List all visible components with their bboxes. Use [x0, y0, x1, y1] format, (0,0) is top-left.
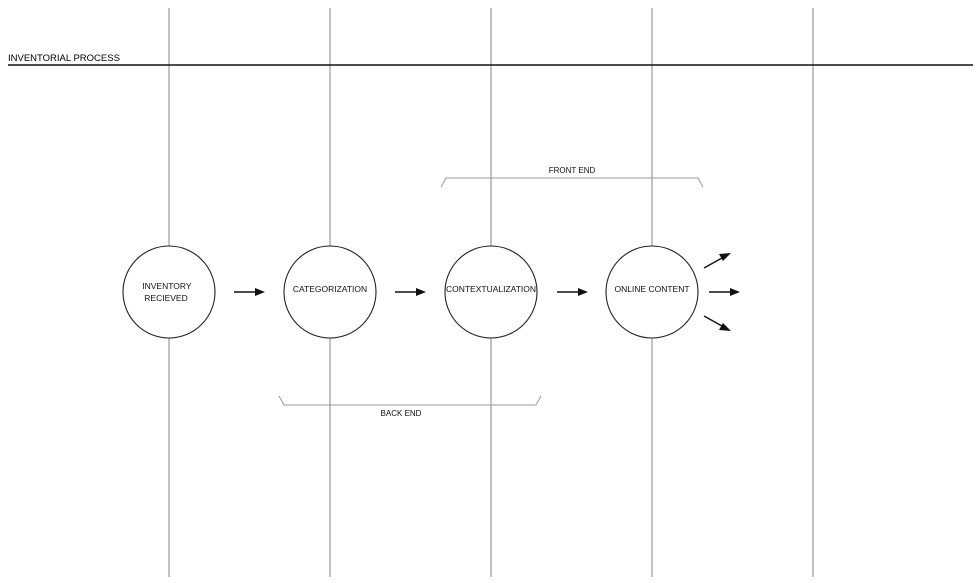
- flow-arrow-2-head: [416, 288, 426, 296]
- output-arrows: [703, 253, 740, 331]
- node-contextualization-label: CONTEXTUALIZATION: [446, 284, 536, 294]
- output-arrow-down-right: [703, 315, 731, 331]
- front-end-bracket: [440, 177, 704, 188]
- node-online-content-circle: [605, 245, 699, 339]
- flow-arrow-2: [395, 288, 426, 296]
- node-inventory-recieved-line-2: RECIEVED: [144, 293, 187, 303]
- diagram-title: INVENTORIAL PROCESS: [8, 53, 120, 64]
- output-arrow-up-right: [703, 253, 731, 269]
- node-inventory-recieved-circle: [122, 245, 216, 339]
- back-end-bracket: [278, 395, 542, 406]
- diagram-header: INVENTORIAL PROCESS: [8, 53, 973, 66]
- output-arrow-up-right-shaft: [703, 257, 723, 269]
- front-end-group: FRONT END: [440, 166, 704, 188]
- node-contextualization-circle: [444, 245, 538, 339]
- process-node: INVENTORY RECIEVED: [122, 245, 216, 339]
- flow-arrow-3-head: [578, 288, 588, 296]
- node-categorization-circle: [283, 245, 377, 339]
- back-end-group: BACK END: [278, 395, 542, 418]
- flow-arrow-1-head: [255, 288, 265, 296]
- back-end-label: BACK END: [381, 409, 422, 418]
- node-online-content-label: ONLINE CONTENT: [614, 284, 689, 294]
- node-inventory-recieved-label: INVENTORY RECIEVED: [142, 281, 194, 303]
- process-node: ONLINE CONTENT: [605, 245, 699, 339]
- process-node: CONTEXTUALIZATION: [444, 245, 538, 339]
- output-arrow-right: [709, 288, 740, 296]
- output-arrow-down-right-head: [719, 323, 731, 331]
- node-inventory-recieved-line-1: INVENTORY: [142, 281, 192, 291]
- front-end-label: FRONT END: [549, 166, 596, 175]
- output-arrow-right-head: [730, 288, 740, 296]
- process-node: CATEGORIZATION: [283, 245, 377, 339]
- output-arrow-down-right-shaft: [703, 315, 723, 327]
- output-arrow-up-right-head: [719, 253, 731, 261]
- node-categorization-label: CATEGORIZATION: [293, 284, 367, 294]
- flow-arrows: [234, 288, 588, 296]
- flow-arrow-1: [234, 288, 265, 296]
- flow-arrow-3: [557, 288, 588, 296]
